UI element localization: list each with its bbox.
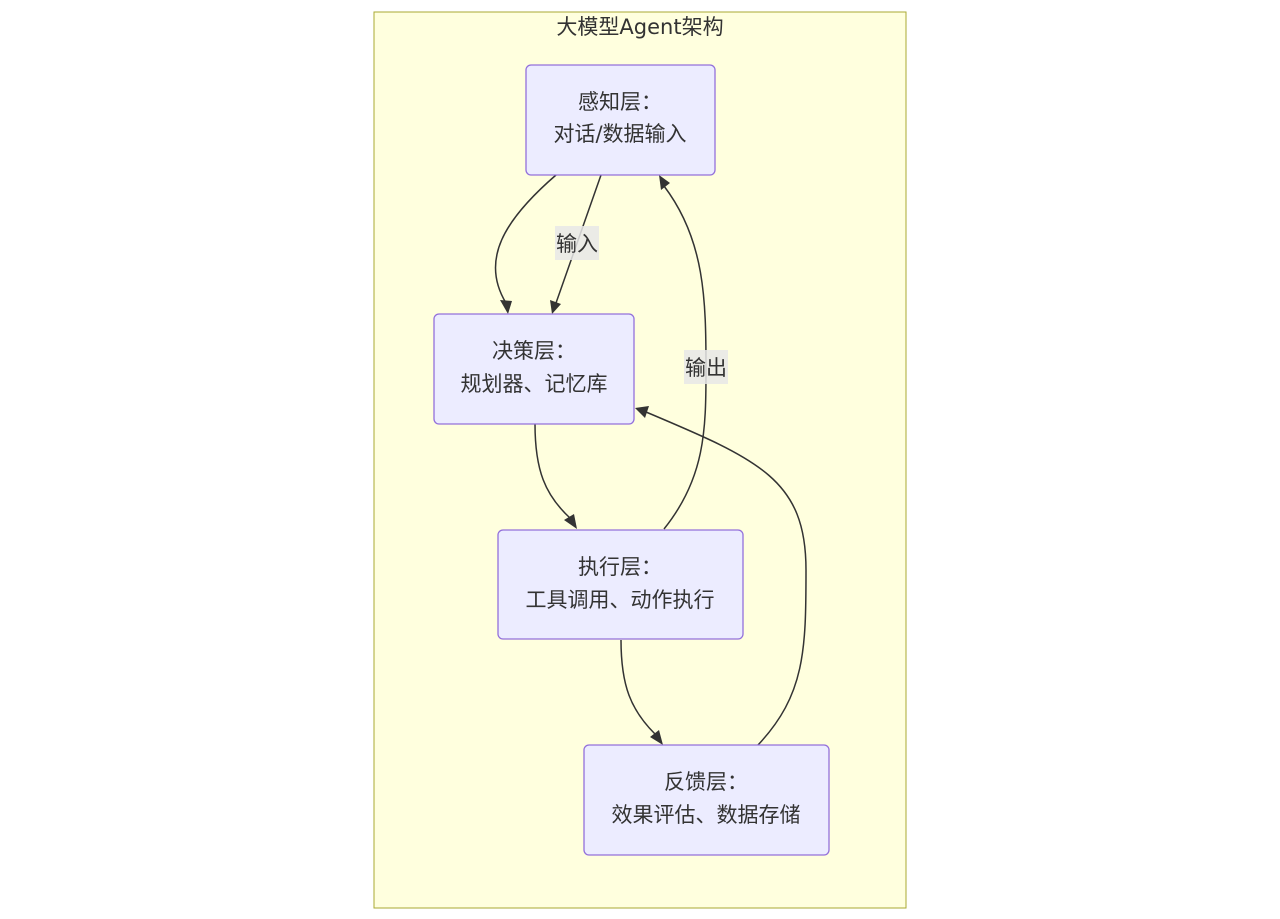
edge-decision-to-execution <box>534 423 571 519</box>
node-decision: 决策层： 规划器、记忆库 <box>433 313 635 425</box>
edge-label-output: 输出 <box>685 356 727 380</box>
edge-feedback-to-decision <box>645 411 807 746</box>
node-decision-desc: 规划器、记忆库 <box>461 372 608 396</box>
edges: 输入 输出 <box>494 174 807 746</box>
edge-label-output-bg <box>684 350 728 384</box>
arrowhead-perception-to-decision-input <box>550 300 561 314</box>
node-execution-title: 执行层： <box>578 555 662 579</box>
arrowhead-perception-to-decision <box>500 300 512 314</box>
arrowhead-execution-to-perception <box>659 175 670 190</box>
arrowhead-execution-to-feedback <box>650 730 663 745</box>
node-execution-desc: 工具调用、动作执行 <box>526 588 715 612</box>
node-perception-desc: 对话/数据输入 <box>553 122 686 146</box>
node-feedback-box <box>583 744 830 856</box>
node-feedback-title: 反馈层： <box>664 770 748 794</box>
node-perception: 感知层： 对话/数据输入 <box>525 64 716 176</box>
arrowhead-decision-to-execution <box>564 514 577 529</box>
node-execution-box <box>497 529 744 640</box>
node-feedback: 反馈层： 效果评估、数据存储 <box>583 744 830 856</box>
node-decision-title: 决策层： <box>492 339 576 363</box>
edge-label-input: 输入 <box>556 232 598 256</box>
arrowhead-feedback-to-decision <box>635 406 649 418</box>
node-decision-box <box>433 313 635 425</box>
node-execution: 执行层： 工具调用、动作执行 <box>497 529 744 640</box>
node-perception-box <box>525 64 716 176</box>
edge-label-input-bg <box>555 226 599 260</box>
cluster-title: 大模型Agent架构 <box>556 15 723 39</box>
node-perception-title: 感知层： <box>578 90 662 114</box>
edge-execution-to-feedback <box>620 639 656 735</box>
edge-perception-to-decision <box>494 174 557 304</box>
node-feedback-desc: 效果评估、数据存储 <box>612 803 801 827</box>
